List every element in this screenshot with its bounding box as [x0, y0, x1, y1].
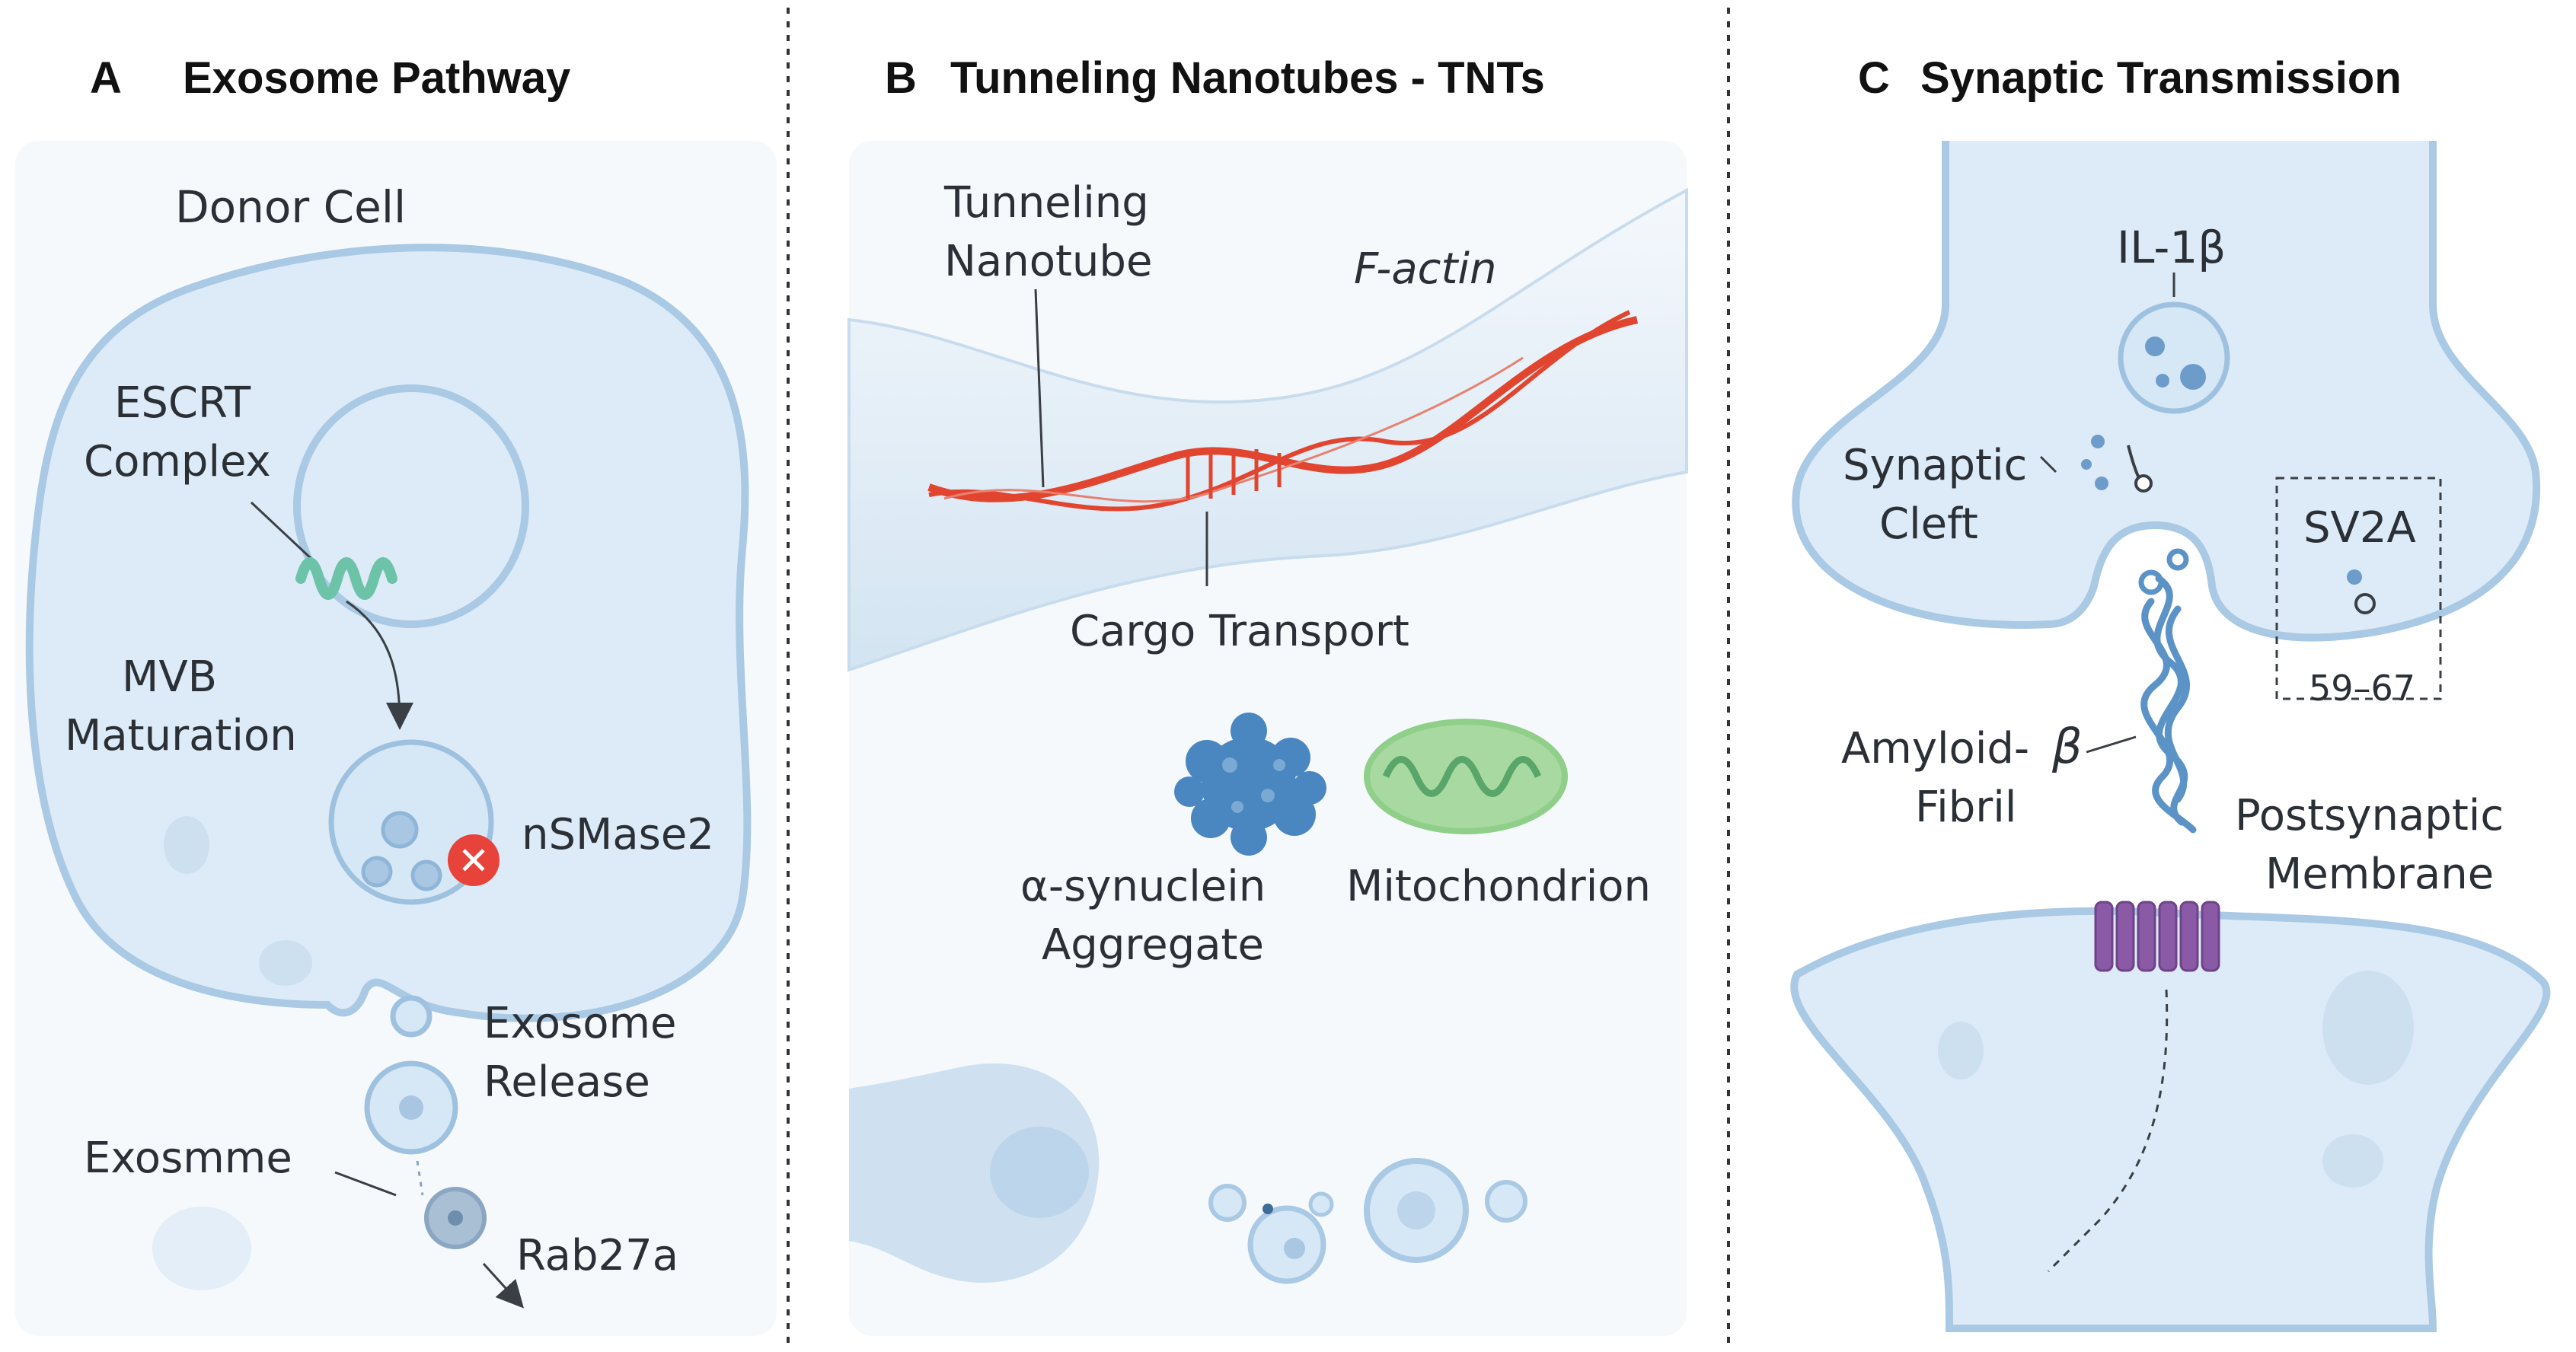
- vesicle: [1208, 1184, 1247, 1222]
- exosome-release-label-line1: Exosome: [484, 999, 677, 1048]
- amyloid-fibril-icon: [2140, 575, 2197, 834]
- neurotransmitter-dot: [2145, 336, 2165, 356]
- synaptic-cleft-leader: [2039, 455, 2057, 474]
- mvb-intraluminal-vesicle: [410, 859, 442, 891]
- vesicle-particle: [1262, 1204, 1273, 1214]
- mvb-intraluminal-vesicle: [381, 811, 419, 849]
- release-vesicle-icon: [2134, 474, 2153, 493]
- amyloid-label-line1: Amyloid-: [1841, 724, 2029, 773]
- donor-cell: [25, 244, 752, 1022]
- synaptic-cleft-label-line2: Cleft: [1879, 499, 1978, 549]
- exosmme-leader: [334, 1171, 397, 1197]
- cargo-transport-label: Cargo Transport: [1070, 607, 1409, 656]
- neurotransmitter-dot: [2081, 459, 2092, 470]
- alpha-synuclein-aggregate-highlight: [1222, 757, 1285, 813]
- nsmase2-label: nSMase2: [522, 810, 714, 859]
- panel-b: B Tunneling Nanotubes - TNTs Tunneling N…: [847, 53, 1688, 1336]
- donor-cell-label: Donor Cell: [175, 181, 406, 233]
- vesicle-large-core: [1397, 1191, 1435, 1229]
- mitochondrion-icon: [1364, 719, 1568, 834]
- rab27a-label: Rab27a: [516, 1231, 678, 1280]
- postsynaptic-blob: [2322, 1134, 2383, 1188]
- f-actin-filament: [927, 310, 1639, 512]
- mvb-label-line2: Maturation: [65, 711, 297, 760]
- alpha-synuclein-label-line2: Aggregate: [1042, 920, 1264, 970]
- amyloid-label-line2: Fibril: [1915, 783, 2016, 832]
- mitochondrion-cristae: [1382, 756, 1542, 797]
- vesicle-core: [1284, 1238, 1305, 1259]
- exosome-release-label-line2: Release: [484, 1057, 650, 1107]
- postsynaptic-label-line2: Membrane: [2265, 850, 2494, 899]
- exosmme-label: Exosmme: [84, 1134, 292, 1183]
- nanotube-label-line2: Nanotube: [944, 237, 1152, 286]
- neurotransmitter-dot: [2091, 435, 2105, 448]
- cytoplasm-blob: [164, 816, 209, 874]
- panel-a-title: Exosome Pathway: [183, 53, 570, 103]
- panel-b-letter: B: [885, 53, 917, 103]
- rab27a-arrow: [482, 1262, 525, 1309]
- escrt-complex-icon: [295, 557, 397, 600]
- postsynaptic-label-line1: Postsynaptic: [2235, 791, 2504, 840]
- f-actin-label: F-actin: [1354, 244, 1496, 294]
- fibril-end: [2138, 569, 2164, 595]
- panel-a: A Exosome Pathway Donor Cell ESCRT Compl…: [15, 53, 777, 1336]
- nanotube-membrane: [847, 187, 1688, 672]
- fibril-end: [2166, 548, 2189, 571]
- amyloid-leader: [2086, 735, 2137, 754]
- exosome-cargo: [399, 1095, 423, 1120]
- escrt-label-line2: Complex: [84, 437, 271, 486]
- recipient-cell-nucleus: [990, 1127, 1089, 1218]
- extracellular-blob: [152, 1207, 251, 1290]
- panel-c-title: Synaptic Transmission: [1920, 53, 2402, 103]
- exosome-dark-core: [448, 1210, 463, 1226]
- signal-path: [2047, 989, 2169, 1273]
- synaptic-vesicle: [2118, 301, 2230, 414]
- panel-a-letter: A: [90, 53, 122, 103]
- alpha-synuclein-label-line1: α-synuclein: [1020, 862, 1266, 911]
- mvb-label-line1: MVB: [122, 652, 217, 702]
- sv2a-icon: [2354, 593, 2376, 614]
- panel-c-letter: C: [1858, 53, 1890, 103]
- recipient-cell: [849, 1063, 1100, 1283]
- sv2a-range-label: 59–67: [2309, 668, 2415, 709]
- sv2a-label: SV2A: [2303, 503, 2416, 553]
- panel-c: C Synaptic Transmission IL-1β Synaptic C…: [1790, 53, 2551, 1332]
- neurotransmitter-dot: [2095, 477, 2108, 490]
- postsynaptic-blob: [2322, 971, 2414, 1085]
- vesicle: [1485, 1180, 1527, 1223]
- mitochondrion-label: Mitochondrion: [1346, 862, 1651, 911]
- nanotube-label-line1: Tunneling: [943, 178, 1149, 228]
- sv2a-dot: [2347, 569, 2362, 585]
- vesicle: [1308, 1191, 1334, 1217]
- escrt-label-line1: ESCRT: [114, 378, 251, 428]
- mvb-intraluminal-vesicle: [361, 856, 393, 888]
- cytoplasm-blob: [259, 940, 312, 986]
- panel-b-title: Tunneling Nanotubes - TNTs: [950, 53, 1545, 103]
- postsynaptic-blob: [1938, 1022, 1984, 1079]
- nanotube-leader: [1034, 289, 1045, 488]
- neurotransmitter-dot: [2156, 374, 2169, 387]
- exosome: [390, 995, 433, 1038]
- synaptic-cleft-label-line1: Synaptic: [1843, 441, 2027, 490]
- sv2a-box: [2275, 477, 2442, 700]
- receptor-icon: [2094, 901, 2220, 972]
- postsynaptic-cell: [1790, 907, 2551, 1332]
- inhibitor-icon: [448, 834, 500, 886]
- il1b-label: IL-1β: [2117, 222, 2226, 273]
- amyloid-beta-symbol: β: [2051, 719, 2083, 774]
- inhibitor-mark: ✕: [458, 839, 490, 883]
- neurotransmitter-dot: [2180, 364, 2206, 390]
- escrt-to-mvb-arrow: [346, 600, 413, 730]
- escrt-leader: [250, 501, 314, 561]
